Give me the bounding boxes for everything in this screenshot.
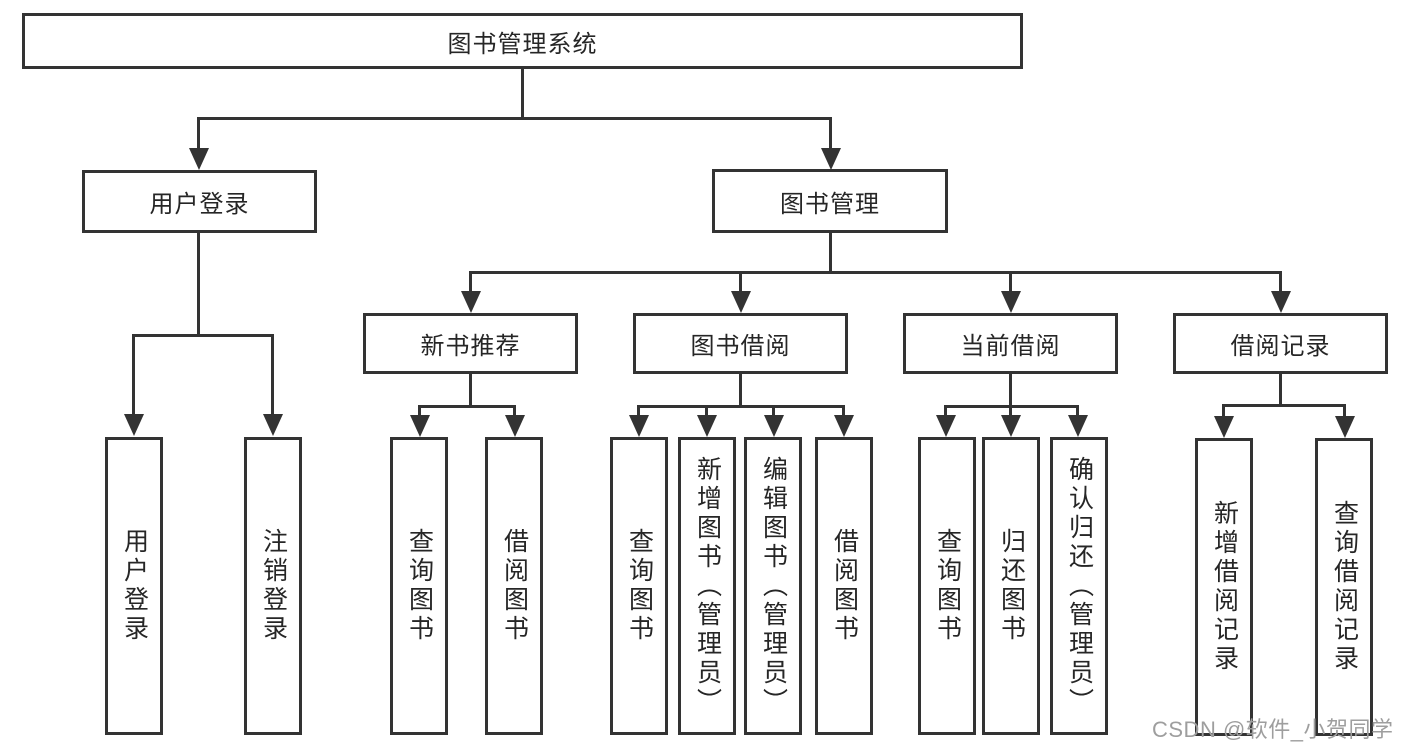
connector-to-leaf-user-login bbox=[132, 334, 135, 414]
arrow-down-icon bbox=[629, 415, 649, 437]
node-book-borrow-label: 图书借阅 bbox=[690, 333, 791, 360]
connector-to-leaf-logout bbox=[271, 334, 274, 414]
leaf-br-add-record-label: 新增借阅记录 bbox=[1210, 500, 1239, 674]
leaf-user-login-label: 用户登录 bbox=[120, 528, 149, 644]
node-borrow-records: 借阅记录 bbox=[1173, 313, 1388, 374]
arrow-down-icon bbox=[1001, 415, 1021, 437]
connector-borrow-records-stem bbox=[1279, 374, 1282, 407]
connector-to-book-management bbox=[829, 117, 832, 151]
leaf-bb-add-books-admin: 新增图书（管理员） bbox=[678, 437, 736, 735]
connector-leaf bbox=[637, 405, 640, 417]
leaf-bb-add-books-admin-label: 新增图书（管理员） bbox=[693, 455, 722, 717]
arrow-down-icon bbox=[834, 415, 854, 437]
leaf-cb-confirm-return-admin-label: 确认归还（管理员） bbox=[1065, 455, 1094, 717]
connector-user-login-bar bbox=[132, 334, 274, 337]
node-current-borrow-label: 当前借阅 bbox=[960, 333, 1061, 360]
watermark-text: CSDN @软件_小贺同学 bbox=[1152, 717, 1394, 742]
leaf-br-query-record-label: 查询借阅记录 bbox=[1330, 500, 1359, 674]
arrow-down-icon bbox=[731, 291, 751, 313]
arrow-down-icon bbox=[124, 414, 144, 436]
connector-current-borrow-stem bbox=[1009, 374, 1012, 408]
leaf-bb-edit-books-admin: 编辑图书（管理员） bbox=[744, 437, 802, 735]
leaf-bb-query-books-label: 查询图书 bbox=[625, 528, 654, 644]
arrow-down-icon bbox=[1214, 416, 1234, 438]
leaf-bb-borrow-books: 借阅图书 bbox=[815, 437, 873, 735]
leaf-nbr-query-books-label: 查询图书 bbox=[405, 528, 434, 644]
connector-leaf bbox=[1009, 405, 1012, 417]
arrow-down-icon bbox=[821, 148, 841, 170]
leaf-nbr-borrow-books-label: 借阅图书 bbox=[500, 528, 529, 644]
leaf-cb-return-books: 归还图书 bbox=[982, 437, 1040, 735]
connector-leaf bbox=[1076, 405, 1079, 417]
leaf-cb-query-books: 查询图书 bbox=[918, 437, 976, 735]
connector-leaf bbox=[842, 405, 845, 417]
connector-to-new-book-recommend bbox=[469, 271, 472, 293]
connector-root-branch-bar bbox=[197, 117, 832, 120]
leaf-br-query-record: 查询借阅记录 bbox=[1315, 438, 1373, 736]
arrow-down-icon bbox=[189, 148, 209, 170]
connector-to-user-login bbox=[197, 117, 200, 151]
leaf-bb-query-books: 查询图书 bbox=[610, 437, 668, 735]
node-new-book-recommend-label: 新书推荐 bbox=[420, 333, 521, 360]
arrow-down-icon bbox=[1068, 415, 1088, 437]
node-book-management-label: 图书管理 bbox=[780, 190, 880, 218]
arrow-down-icon bbox=[410, 415, 430, 437]
arrow-down-icon bbox=[1335, 416, 1355, 438]
connector-leaf bbox=[513, 405, 516, 417]
connector-book-borrow-stem bbox=[739, 374, 742, 408]
leaf-nbr-borrow-books: 借阅图书 bbox=[485, 437, 543, 735]
arrow-down-icon bbox=[764, 415, 784, 437]
node-new-book-recommend: 新书推荐 bbox=[363, 313, 578, 374]
connector-leaf bbox=[944, 405, 947, 417]
connector-root-stem bbox=[521, 69, 524, 118]
leaf-cb-query-books-label: 查询图书 bbox=[933, 528, 962, 644]
connector-to-book-borrow bbox=[739, 271, 742, 293]
node-root-label: 图书管理系统 bbox=[447, 30, 598, 58]
leaf-user-login: 用户登录 bbox=[105, 437, 163, 735]
node-book-management: 图书管理 bbox=[712, 169, 948, 233]
connector-to-borrow-records bbox=[1279, 271, 1282, 293]
leaf-br-add-record: 新增借阅记录 bbox=[1195, 438, 1253, 736]
arrow-down-icon bbox=[1001, 291, 1021, 313]
arrow-down-icon bbox=[936, 415, 956, 437]
node-borrow-records-label: 借阅记录 bbox=[1230, 333, 1331, 360]
connector-leaf bbox=[1222, 404, 1225, 418]
connector-new-book-recommend-stem bbox=[469, 374, 472, 408]
connector-borrow-records-bar bbox=[1222, 404, 1346, 407]
leaf-cb-return-books-label: 归还图书 bbox=[997, 528, 1026, 644]
node-user-login: 用户登录 bbox=[82, 170, 317, 233]
leaf-cb-confirm-return-admin: 确认归还（管理员） bbox=[1050, 437, 1108, 735]
connector-leaf bbox=[772, 405, 775, 417]
arrow-down-icon bbox=[461, 291, 481, 313]
connector-leaf bbox=[1343, 404, 1346, 418]
arrow-down-icon bbox=[697, 415, 717, 437]
node-root: 图书管理系统 bbox=[22, 13, 1023, 69]
node-user-login-label: 用户登录 bbox=[149, 191, 250, 218]
connector-book-management-stem bbox=[829, 233, 832, 274]
arrow-down-icon bbox=[263, 414, 283, 436]
leaf-bb-borrow-books-label: 借阅图书 bbox=[830, 528, 859, 644]
arrow-down-icon bbox=[1271, 291, 1291, 313]
node-book-borrow: 图书借阅 bbox=[633, 313, 848, 374]
arrow-down-icon bbox=[505, 415, 525, 437]
connector-book-borrow-bar bbox=[637, 405, 845, 408]
connector-new-book-recommend-bar bbox=[418, 405, 516, 408]
node-current-borrow: 当前借阅 bbox=[903, 313, 1118, 374]
connector-book-management-bar bbox=[469, 271, 1282, 274]
leaf-nbr-query-books: 查询图书 bbox=[390, 437, 448, 735]
connector-leaf bbox=[705, 405, 708, 417]
connector-to-current-borrow bbox=[1009, 271, 1012, 293]
leaf-logout: 注销登录 bbox=[244, 437, 302, 735]
leaf-bb-edit-books-admin-label: 编辑图书（管理员） bbox=[759, 455, 788, 717]
leaf-logout-label: 注销登录 bbox=[259, 528, 288, 644]
connector-user-login-stem bbox=[197, 233, 200, 336]
connector-leaf bbox=[418, 405, 421, 417]
